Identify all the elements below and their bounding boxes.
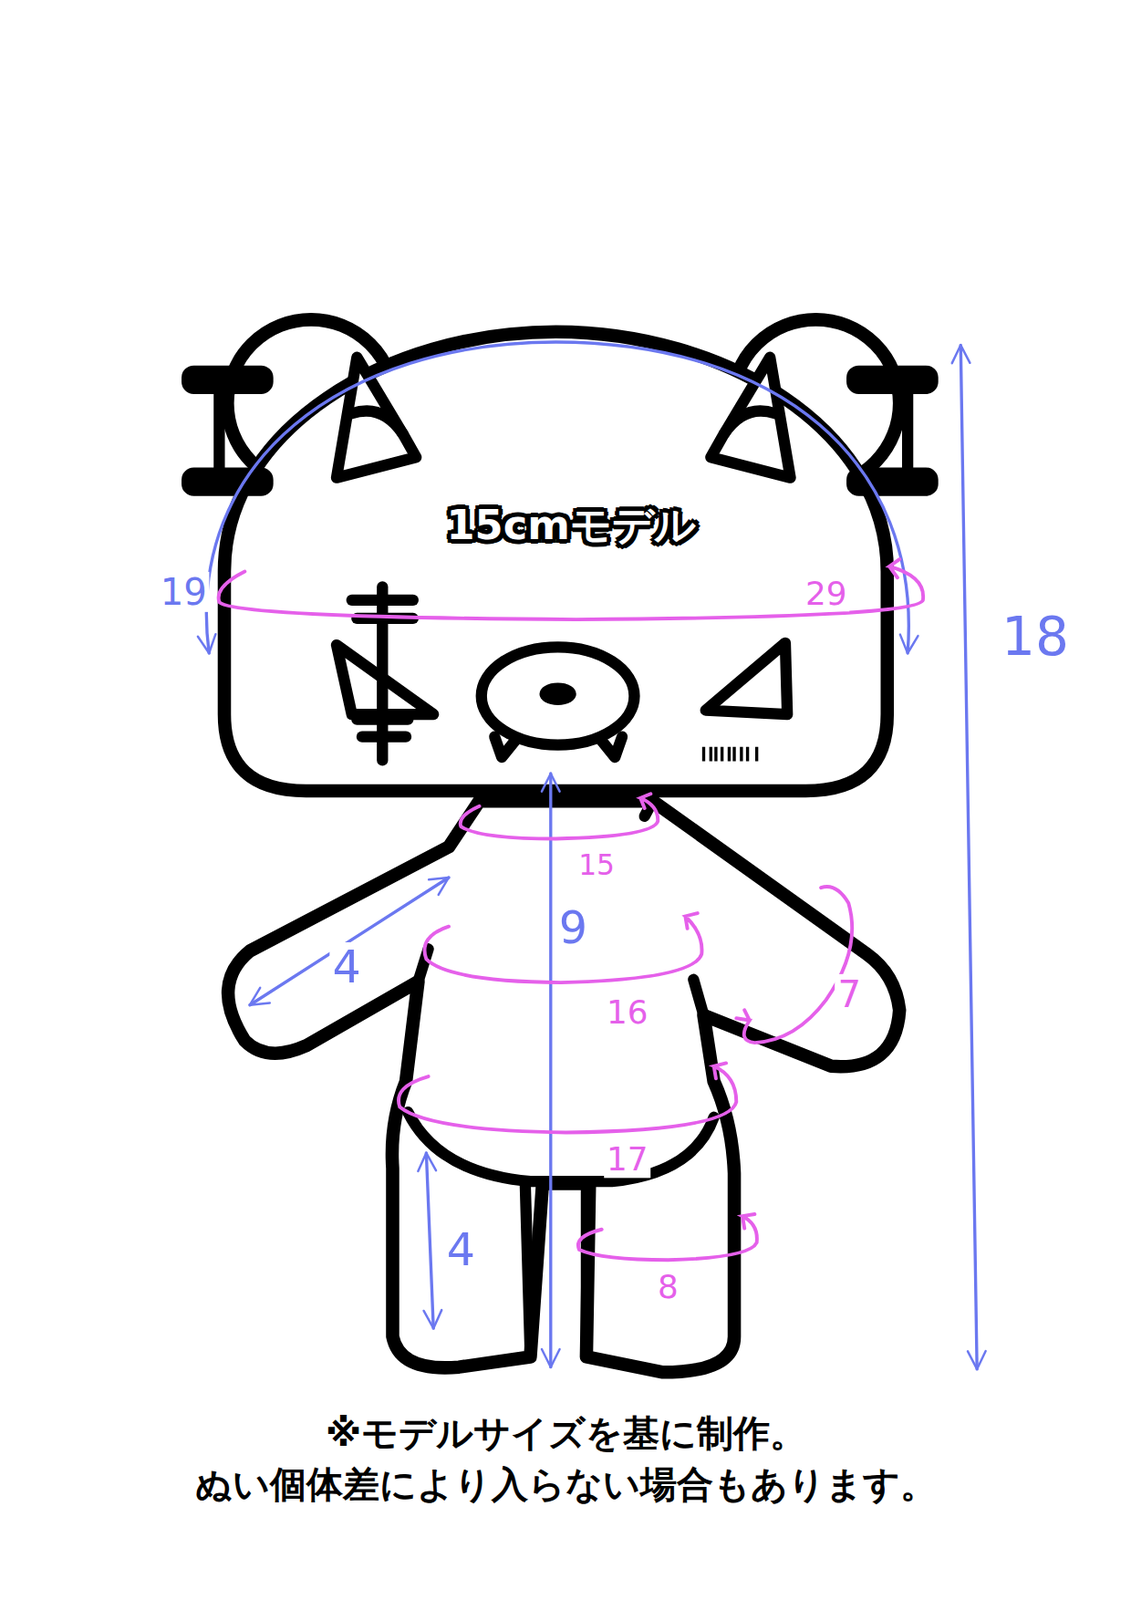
- model-label: 15cmモデル: [446, 502, 696, 548]
- dimension-label: 16: [603, 995, 652, 1031]
- note-text: ぬい個体差により入らない場合もあります。: [195, 1463, 937, 1505]
- dimension-label: 18: [998, 608, 1072, 667]
- dimension-label: 4: [444, 1224, 478, 1275]
- dimension-label: 4: [330, 942, 364, 992]
- dimension-label: 17: [603, 1141, 652, 1178]
- dimension-label: 29: [802, 575, 851, 612]
- dimension-label: 19: [157, 570, 210, 612]
- note-text: ※モデルサイズを基に制作。: [325, 1412, 807, 1453]
- dimension-label: 7: [835, 974, 865, 1015]
- dimension-label: 9: [556, 902, 591, 953]
- dimension-label: 8: [654, 1268, 682, 1305]
- dimension-label: 15: [575, 849, 618, 881]
